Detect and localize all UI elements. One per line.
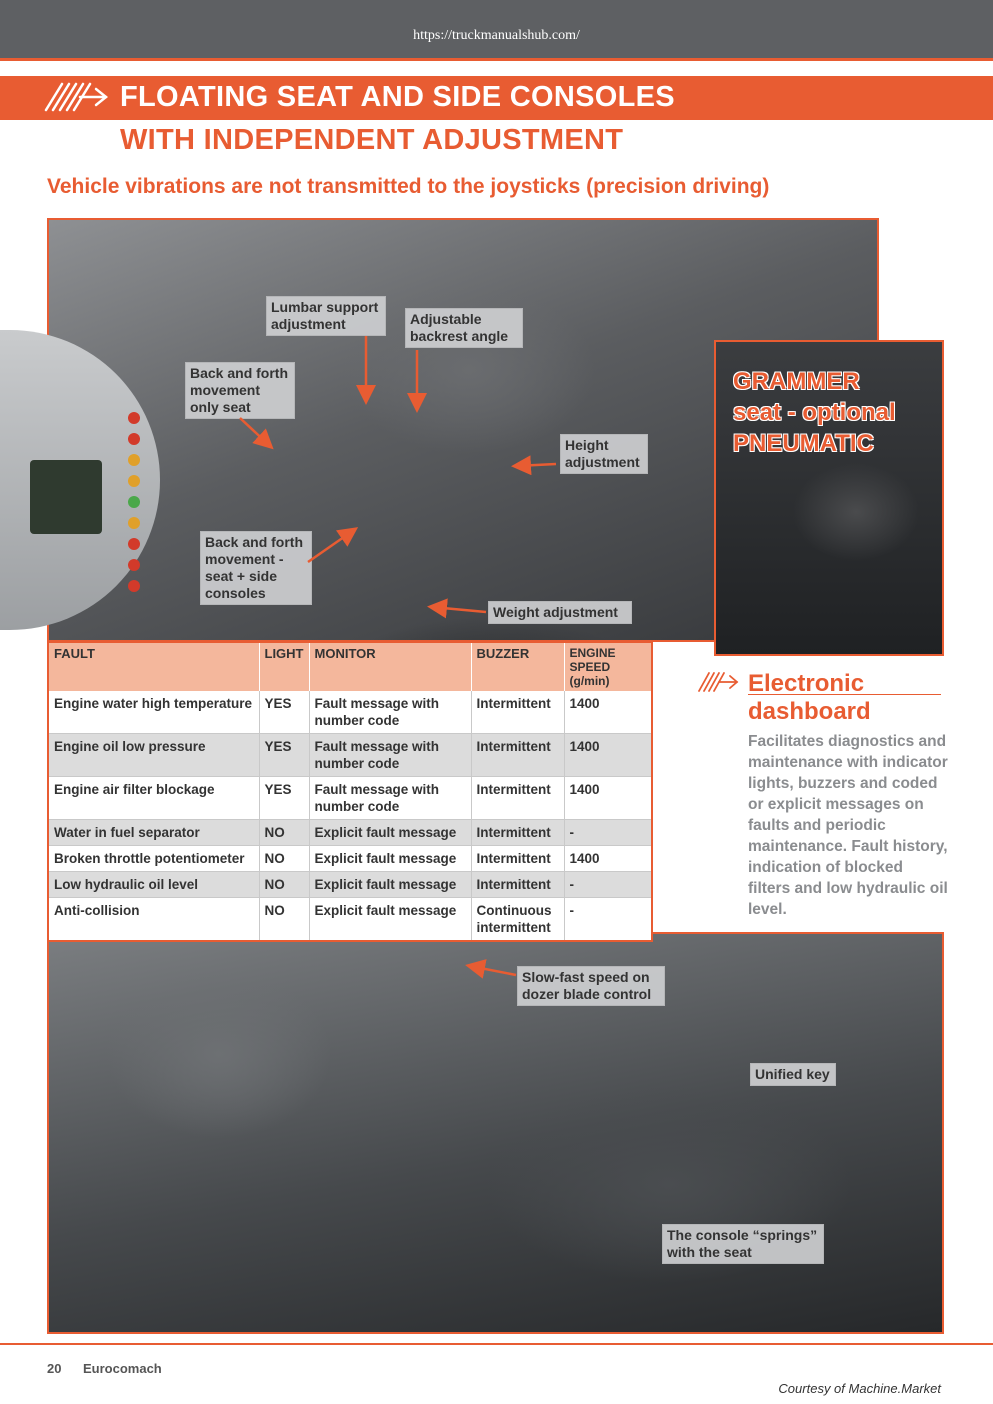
fault-table: FAULT LIGHT MONITOR BUZZER ENGINE SPEED … [47, 641, 653, 942]
joystick-console-photo [47, 932, 944, 1334]
page-subtitle: Vehicle vibrations are not transmitted t… [47, 175, 770, 198]
page-title-line-1: FLOATING SEAT AND SIDE CONSOLES [120, 81, 675, 113]
cell-light: NO [259, 819, 310, 846]
cell-light: YES [259, 733, 310, 777]
cell-buzzer: Intermittent [471, 776, 565, 820]
grammer-line-3: PNEUMATIC [733, 430, 874, 457]
table-row: Engine air filter blockage YES Fault mes… [48, 776, 652, 820]
header-fault: FAULT [48, 642, 260, 691]
header-buzzer: BUZZER [471, 642, 565, 691]
cell-light: YES [259, 691, 310, 734]
cell-monitor: Fault message with number code [309, 691, 472, 734]
indicator-lamp [128, 559, 140, 571]
cell-engine-speed: 1400 [564, 845, 652, 872]
cell-fault: Engine oil low pressure [48, 733, 260, 777]
cell-engine-speed: - [564, 819, 652, 846]
indicator-lamp [128, 454, 140, 466]
cell-monitor: Explicit fault message [309, 845, 472, 872]
indicator-lamp [128, 412, 140, 424]
footer-brand: Eurocomach [83, 1361, 162, 1376]
table-row: Water in fuel separator NO Explicit faul… [48, 819, 652, 846]
cell-engine-speed: - [564, 871, 652, 898]
table-row: Engine water high temperature YES Fault … [48, 691, 652, 734]
table-row: Anti-collision NO Explicit fault message… [48, 897, 652, 942]
table-row: Broken throttle potentiometer NO Explici… [48, 845, 652, 872]
callout-height-adjustment: Height adjustment [560, 434, 648, 474]
table-row: Engine oil low pressure YES Fault messag… [48, 733, 652, 777]
cell-fault: Anti-collision [48, 897, 260, 942]
grammer-seat-photo [714, 340, 944, 656]
cell-fault: Low hydraulic oil level [48, 871, 260, 898]
grammer-line-1: GRAMMER [733, 368, 860, 395]
indicator-lamp [128, 538, 140, 550]
cell-buzzer: Intermittent [471, 733, 565, 777]
indicator-lamp [128, 517, 140, 529]
footer-divider [0, 1343, 993, 1345]
header-engine-speed: ENGINE SPEED (g/min) [564, 642, 652, 691]
dashboard-photo [0, 330, 160, 630]
electronic-dashboard-title-line-1: Electronic [748, 670, 865, 697]
cell-monitor: Explicit fault message [309, 819, 472, 846]
eurocomach-logo-icon [44, 82, 109, 112]
cell-engine-speed: 1400 [564, 776, 652, 820]
cell-fault: Engine air filter blockage [48, 776, 260, 820]
electronic-dashboard-title-line-2: dashboard [748, 698, 871, 725]
cell-fault: Broken throttle potentiometer [48, 845, 260, 872]
indicator-lamp [128, 433, 140, 445]
callout-back-forth-consoles: Back and forth movement - seat + side co… [200, 531, 312, 605]
cell-buzzer: Intermittent [471, 871, 565, 898]
eurocomach-small-logo-icon [698, 672, 739, 692]
callout-unified-key: Unified key [750, 1063, 836, 1086]
header-monitor: MONITOR [309, 642, 472, 691]
top-bar: https://truckmanualshub.com/ [0, 0, 993, 58]
top-divider [0, 58, 993, 61]
courtesy-note: Courtesy of Machine.Market [778, 1381, 941, 1396]
indicator-lamp [128, 580, 140, 592]
callout-lumbar-support: Lumbar support adjustment [266, 296, 386, 336]
cell-buzzer: Intermittent [471, 691, 565, 734]
cell-buzzer: Continuous intermittent [471, 897, 565, 942]
callout-back-forth-seat: Back and forth movement only seat [185, 362, 295, 419]
callout-console-springs: The console “springs” with the seat [662, 1224, 824, 1264]
cell-light: NO [259, 871, 310, 898]
title-bar [0, 76, 993, 120]
electronic-dashboard-title: Electronic dashboard [748, 670, 871, 726]
electronic-dashboard-rule [748, 694, 941, 695]
cell-buzzer: Intermittent [471, 819, 565, 846]
electronic-dashboard-body: Facilitates diagnostics and maintenance … [748, 733, 948, 918]
cell-monitor: Fault message with number code [309, 733, 472, 777]
cell-engine-speed: - [564, 897, 652, 942]
callout-backrest-angle: Adjustable backrest angle [405, 308, 523, 348]
callout-slow-fast-speed: Slow-fast speed on dozer blade control [517, 966, 665, 1006]
cell-engine-speed: 1400 [564, 691, 652, 734]
cell-light: YES [259, 776, 310, 820]
cell-buzzer: Intermittent [471, 845, 565, 872]
indicator-lamp [128, 496, 140, 508]
cell-fault: Engine water high temperature [48, 691, 260, 734]
cell-light: NO [259, 897, 310, 942]
page-number: 20 [47, 1361, 62, 1376]
dashboard-lcd [30, 460, 102, 534]
cell-monitor: Explicit fault message [309, 897, 472, 942]
callout-weight-adjustment: Weight adjustment [488, 601, 632, 624]
cell-monitor: Fault message with number code [309, 776, 472, 820]
header-light: LIGHT [259, 642, 310, 691]
cell-fault: Water in fuel separator [48, 819, 260, 846]
cell-light: NO [259, 845, 310, 872]
indicator-lamp [128, 475, 140, 487]
grammer-seat-label: GRAMMER seat - optional PNEUMATIC [733, 366, 896, 459]
table-row: Low hydraulic oil level NO Explicit faul… [48, 871, 652, 898]
fault-table-header: FAULT LIGHT MONITOR BUZZER ENGINE SPEED … [48, 642, 652, 691]
source-url[interactable]: https://truckmanualshub.com/ [413, 28, 580, 43]
cell-monitor: Explicit fault message [309, 871, 472, 898]
page-title-line-2: WITH INDEPENDENT ADJUSTMENT [120, 124, 624, 156]
cell-engine-speed: 1400 [564, 733, 652, 777]
grammer-line-2: seat - optional [733, 399, 896, 426]
